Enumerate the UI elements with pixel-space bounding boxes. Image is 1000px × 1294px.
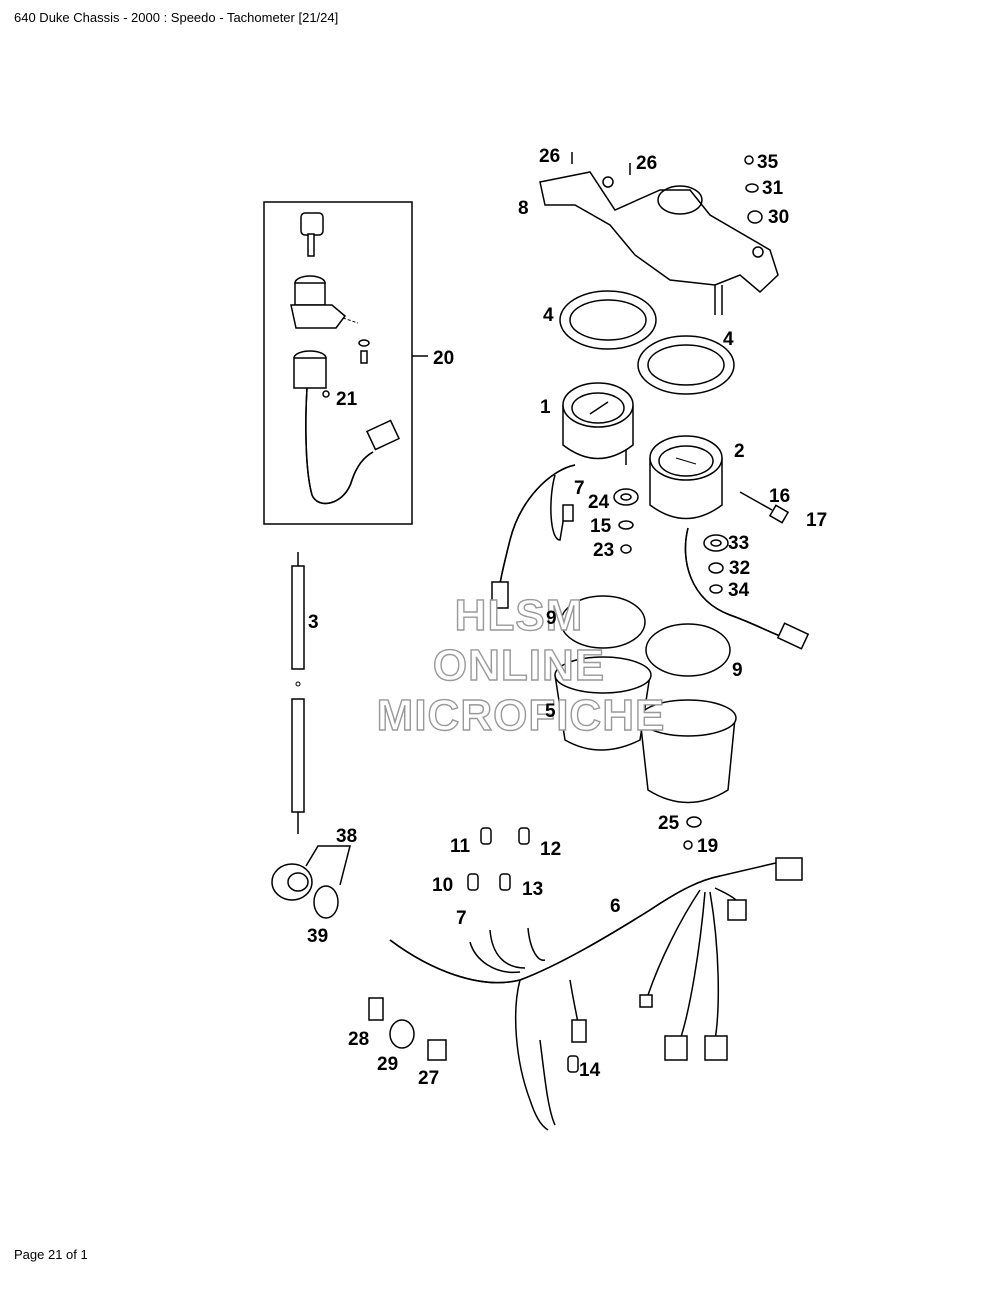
callout-12: 12 — [540, 839, 561, 860]
callout-4a: 4 — [543, 305, 554, 326]
callout-30: 30 — [768, 207, 789, 228]
callout-3: 3 — [308, 612, 319, 633]
callout-17: 17 — [806, 510, 827, 531]
callout-31: 31 — [762, 178, 784, 199]
callout-7: 7 — [456, 908, 467, 929]
callout-26a: 26 — [539, 146, 560, 167]
wiring-harness — [389, 857, 803, 1131]
callout-6: 6 — [610, 896, 621, 917]
callout-14: 14 — [579, 1060, 601, 1081]
gaskets — [560, 595, 731, 677]
callout-7b: 7 — [574, 478, 585, 499]
callout-24: 24 — [588, 492, 610, 513]
callout-35: 35 — [757, 152, 779, 173]
callout-39: 39 — [307, 926, 328, 947]
callout-34: 34 — [728, 580, 750, 601]
brackets — [368, 997, 447, 1061]
speedometer — [491, 382, 634, 609]
instrument-housing — [554, 656, 737, 804]
ignition-switch-group — [263, 201, 428, 525]
part-callouts: 1 2 3 4 4 5 6 7 7 8 9 9 10 11 12 13 14 1… — [307, 146, 827, 1089]
speed-sensor — [271, 845, 351, 919]
callout-33: 33 — [728, 533, 749, 554]
callout-19: 19 — [697, 836, 718, 857]
callout-20: 20 — [433, 348, 454, 369]
callout-1: 1 — [540, 397, 551, 418]
page-title: 640 Duke Chassis - 2000 : Speedo - Tacho… — [14, 10, 339, 25]
callout-9b: 9 — [732, 660, 743, 681]
callout-23: 23 — [593, 540, 614, 561]
callout-9a: 9 — [546, 608, 557, 629]
callout-13: 13 — [522, 879, 543, 900]
callout-10: 10 — [432, 875, 453, 896]
tachometer — [649, 435, 810, 650]
callout-28: 28 — [348, 1029, 369, 1050]
callout-32: 32 — [729, 558, 750, 579]
callout-26b: 26 — [636, 153, 657, 174]
callout-8: 8 — [518, 198, 529, 219]
callout-16: 16 — [769, 486, 790, 507]
speedo-cable — [291, 552, 305, 834]
callout-5: 5 — [545, 701, 556, 722]
small-hardware — [613, 488, 729, 850]
callout-27: 27 — [418, 1068, 439, 1089]
watermark-line-2: ONLINE — [433, 641, 605, 690]
dash-bracket — [539, 152, 779, 315]
callout-15: 15 — [590, 516, 612, 537]
callout-29: 29 — [377, 1054, 398, 1075]
bezel-rings — [559, 290, 735, 395]
page-footer: Page 21 of 1 — [14, 1247, 88, 1262]
bulbs — [467, 827, 530, 891]
callout-4b: 4 — [723, 329, 734, 350]
callout-11: 11 — [450, 836, 471, 857]
callout-2: 2 — [734, 441, 745, 462]
callout-38: 38 — [336, 826, 357, 847]
watermark-line-3: MICROFICHE — [377, 691, 666, 740]
callout-25: 25 — [658, 813, 680, 834]
callout-21: 21 — [336, 389, 358, 410]
watermark-line-1: HLSM — [455, 591, 584, 640]
